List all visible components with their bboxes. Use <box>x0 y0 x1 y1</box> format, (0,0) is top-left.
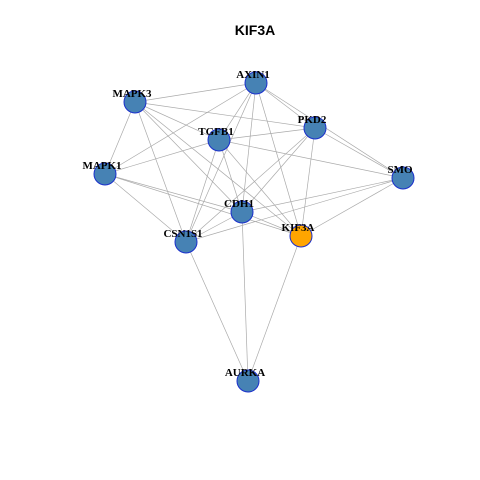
edge-axin1-pkd2 <box>255 82 316 129</box>
edge-kif3a-aurka <box>247 235 302 382</box>
edge-axin1-mapk1 <box>104 82 257 175</box>
edge-pkd2-kif3a <box>300 127 316 237</box>
edge-mapk3-pkd2 <box>134 101 316 129</box>
edge-axin1-smo <box>255 82 404 179</box>
edge-smo-kif3a <box>300 177 404 237</box>
edge-mapk3-csn1s1 <box>134 101 187 243</box>
node-pkd2 <box>303 116 327 140</box>
edge-mapk1-csn1s1 <box>104 173 187 243</box>
edge-smo-cdh1 <box>241 177 404 213</box>
edge-cdh1-aurka <box>241 211 249 382</box>
edge-axin1-csn1s1 <box>185 82 257 243</box>
node-label-mapk1: MAPK1 <box>82 160 121 172</box>
edge-pkd2-smo <box>314 127 404 179</box>
node-label-pkd2: PKD2 <box>298 114 327 126</box>
edge-pkd2-csn1s1 <box>185 127 316 243</box>
node-mapk3 <box>123 90 147 114</box>
edge-tgfb1-kif3a <box>218 139 302 237</box>
node-csn1s1 <box>174 230 198 254</box>
node-label-tgfb1: TGFB1 <box>198 126 233 138</box>
node-kif3a <box>289 224 313 248</box>
node-label-csn1s1: CSN1S1 <box>163 228 202 240</box>
edge-smo-csn1s1 <box>185 177 404 243</box>
edge-axin1-mapk3 <box>134 82 257 103</box>
edge-mapk1-cdh1 <box>104 173 243 213</box>
edge-mapk3-mapk1 <box>104 101 136 175</box>
node-label-axin1: AXIN1 <box>236 69 270 81</box>
edges-layer <box>104 82 404 382</box>
edge-pkd2-tgfb1 <box>218 127 316 141</box>
edge-tgfb1-csn1s1 <box>185 139 220 243</box>
edge-tgfb1-cdh1 <box>218 139 243 213</box>
node-label-aurka: AURKA <box>225 367 265 379</box>
node-smo <box>391 166 415 190</box>
edge-tgfb1-mapk1 <box>104 139 220 175</box>
edge-tgfb1-smo <box>218 139 404 179</box>
edge-mapk3-kif3a <box>134 101 302 237</box>
node-tgfb1 <box>207 128 231 152</box>
diagram-title: KIF3A <box>235 22 275 38</box>
node-label-cdh1: CDH1 <box>224 198 254 210</box>
node-axin1 <box>244 71 268 95</box>
nodes-layer <box>93 71 415 393</box>
edge-mapk3-cdh1 <box>134 101 243 213</box>
edge-csn1s1-aurka <box>185 241 249 382</box>
edge-mapk3-tgfb1 <box>134 101 220 141</box>
edge-mapk1-kif3a <box>104 173 302 237</box>
node-mapk1 <box>93 162 117 186</box>
node-cdh1 <box>230 200 254 224</box>
edge-pkd2-cdh1 <box>241 127 316 213</box>
edge-axin1-kif3a <box>255 82 302 237</box>
node-label-mapk3: MAPK3 <box>112 88 152 100</box>
node-label-smo: SMO <box>387 164 413 176</box>
node-aurka <box>236 369 260 393</box>
node-label-kif3a: KIF3A <box>282 222 315 234</box>
